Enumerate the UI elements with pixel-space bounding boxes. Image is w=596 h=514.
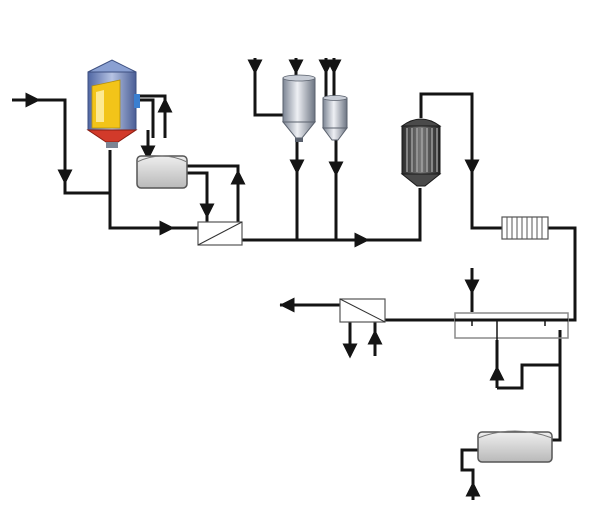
main-line-pipe xyxy=(242,188,422,242)
plate-heat-exchanger-1 xyxy=(197,221,243,246)
tank-lower-feed xyxy=(460,448,478,500)
buffer-tank-upper xyxy=(136,155,188,189)
tank-to-hx-pipe xyxy=(186,171,209,222)
plate-heat-exchanger-2 xyxy=(339,298,386,323)
silo-loop-pipe xyxy=(138,94,167,138)
silo-recirc-pipe xyxy=(138,98,155,138)
finned-cooler xyxy=(501,216,549,240)
tubular-reactor xyxy=(400,118,442,187)
tank-lower-return xyxy=(550,330,562,442)
hx-return-pipe xyxy=(186,164,240,222)
conical-vessel-small xyxy=(322,95,348,141)
buffer-tank-lower xyxy=(477,430,553,463)
pipe-network xyxy=(12,58,577,500)
reactor-to-cooler-pipe xyxy=(419,92,502,230)
mixing-section xyxy=(454,312,569,340)
conical-vessel-large xyxy=(281,74,317,142)
cooler-out-pipe xyxy=(548,226,577,322)
nozzle-icon xyxy=(134,94,140,108)
tank-lower-link xyxy=(497,363,560,390)
vessel-feed-left xyxy=(253,58,283,117)
storage-silo xyxy=(86,59,140,148)
